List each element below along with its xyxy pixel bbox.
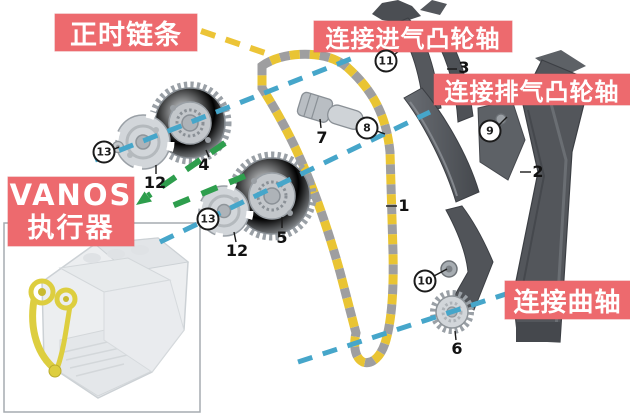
upper-slide-rail-11 — [372, 0, 447, 113]
part-number-12-lower: 12 — [225, 241, 249, 260]
circled-number-13-upper: 13 — [92, 140, 116, 164]
callout-connect-intake-camshaft: 连接进气凸轮轴 — [314, 21, 512, 53]
part-number-4: 4 — [198, 155, 210, 174]
part-number-3: 3 — [458, 58, 470, 77]
impulse-wheel-12-upper — [111, 110, 175, 174]
circled-number-10: 10 — [413, 269, 437, 293]
vanos-sprocket-4 — [148, 81, 232, 165]
engine-photo — [28, 237, 190, 399]
callout-timing-chain: 正时链条 — [55, 14, 197, 51]
vanos-label-line2: 执行器 — [27, 212, 115, 244]
part-number-5: 5 — [276, 228, 288, 247]
part-number-6: 6 — [451, 339, 463, 358]
tensioner-arm-10 — [440, 205, 494, 311]
tensioning-rail-2 — [512, 50, 591, 343]
callout-connect-crankshaft: 连接曲轴 — [505, 281, 630, 319]
part-number-12-upper: 12 — [143, 173, 167, 192]
circled-number-9: 9 — [478, 119, 502, 143]
vanos-leader-lines — [136, 140, 247, 209]
callout-connect-exhaust-camshaft: 连接排气凸轮轴 — [434, 74, 630, 106]
vanos-label-line1: VANOS — [9, 178, 133, 213]
timing-chain — [257, 49, 398, 368]
circled-number-13-lower: 13 — [196, 207, 220, 231]
timing-chain-leader-line — [200, 28, 269, 57]
camshaft-axis-lines — [94, 53, 507, 365]
engine-inset-box — [3, 222, 201, 413]
part-number-7: 7 — [316, 128, 328, 147]
part-number-2: 2 — [532, 162, 544, 181]
highlighted-timing-chain — [28, 278, 78, 378]
callout-vanos-actuator: VANOS 执行器 — [8, 177, 134, 246]
green-arrowhead-icon — [136, 191, 152, 205]
circled-number-11: 11 — [374, 49, 398, 73]
crankshaft-axis-line — [297, 291, 507, 365]
circled-number-8: 8 — [355, 116, 379, 140]
part-number-1: 1 — [398, 196, 410, 215]
